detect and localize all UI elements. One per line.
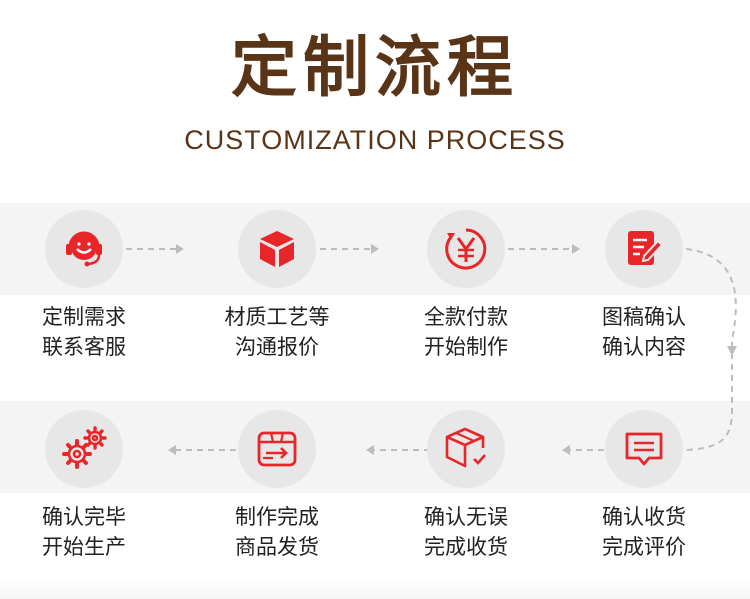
step-label-line2: 沟通报价 <box>235 335 319 359</box>
shipping-box-icon <box>257 431 297 467</box>
step-icon-circle <box>605 210 683 288</box>
cube-box-icon <box>260 231 294 267</box>
step-icon-circle <box>238 410 316 488</box>
step-label-line1: 制作完成 <box>235 505 319 529</box>
step-label: 制作完成 商品发货 <box>207 502 347 562</box>
bottom-fade <box>0 575 750 599</box>
message-bubble-icon <box>625 432 663 466</box>
step-label: 确认完毕 开始生产 <box>14 502 154 562</box>
step-label: 确认无误 完成收货 <box>396 502 536 562</box>
step-label-line2: 确认内容 <box>602 335 686 359</box>
step-label-line1: 确认收货 <box>602 505 686 529</box>
step-label-line2: 商品发货 <box>235 535 319 559</box>
step-icon-circle <box>605 410 683 488</box>
page-subtitle: CUSTOMIZATION PROCESS <box>184 125 566 155</box>
gears-icon <box>62 426 107 469</box>
step-label-line1: 全款付款 <box>424 305 508 329</box>
customer-service-headset-icon <box>66 231 102 267</box>
step-label-line2: 联系客服 <box>42 335 126 359</box>
step-icon-circle <box>427 210 505 288</box>
page-title: 定制流程 <box>231 29 519 106</box>
step-label-line2: 完成收货 <box>424 535 508 559</box>
step-label: 定制需求 联系客服 <box>14 302 154 362</box>
step-label-line2: 完成评价 <box>602 535 686 559</box>
step-label-line1: 确认无误 <box>424 505 508 529</box>
package-check-icon <box>445 427 487 468</box>
step-icon-circle <box>238 210 316 288</box>
step-icon-circle <box>427 410 505 488</box>
arrowhead-4 <box>727 346 737 356</box>
step-label: 图稿确认 确认内容 <box>574 302 714 362</box>
step-label: 确认收货 完成评价 <box>574 502 714 562</box>
yen-payment-icon <box>445 228 487 270</box>
step-icon-circle <box>45 210 123 288</box>
step-label-line2: 开始生产 <box>42 535 126 559</box>
step-label: 全款付款 开始制作 <box>396 302 536 362</box>
step-label-line2: 开始制作 <box>424 335 508 359</box>
step-label-line1: 图稿确认 <box>602 305 686 329</box>
document-edit-icon <box>628 231 664 265</box>
step-icon-circle <box>45 410 123 488</box>
step-label-line1: 材质工艺等 <box>224 305 330 329</box>
step-label-line1: 定制需求 <box>42 305 126 329</box>
step-label-line1: 确认完毕 <box>42 505 126 529</box>
step-label: 材质工艺等 沟通报价 <box>207 302 347 362</box>
